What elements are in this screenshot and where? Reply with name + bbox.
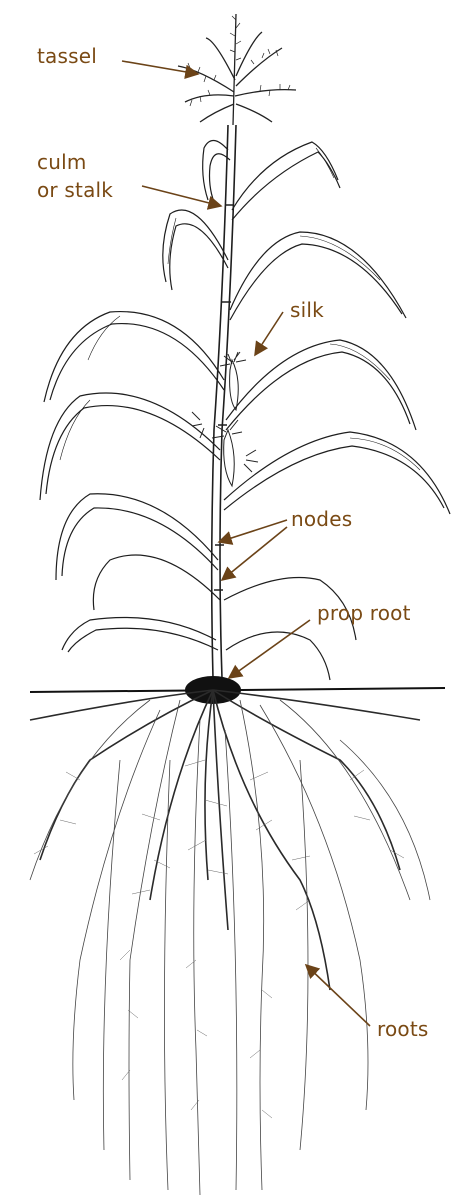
tassel-drawing bbox=[178, 14, 296, 125]
silk-leader bbox=[255, 312, 283, 355]
label-culm: culm bbox=[37, 150, 87, 174]
leaves-drawing bbox=[40, 140, 450, 680]
nodes-leader-lower bbox=[222, 527, 287, 580]
label-roots: roots bbox=[377, 1017, 429, 1041]
prop-root-leader bbox=[229, 620, 310, 678]
culm-leader bbox=[142, 186, 221, 206]
label-prop-root: prop root bbox=[317, 601, 411, 625]
leader-lines bbox=[122, 61, 370, 1026]
roots-leader bbox=[306, 965, 370, 1026]
label-silk: silk bbox=[290, 298, 324, 322]
root-system-drawing bbox=[30, 690, 430, 1195]
nodes-leader-upper bbox=[219, 520, 287, 542]
label-or-stalk: or stalk bbox=[37, 178, 113, 202]
label-tassel: tassel bbox=[37, 44, 97, 68]
label-nodes: nodes bbox=[291, 507, 352, 531]
